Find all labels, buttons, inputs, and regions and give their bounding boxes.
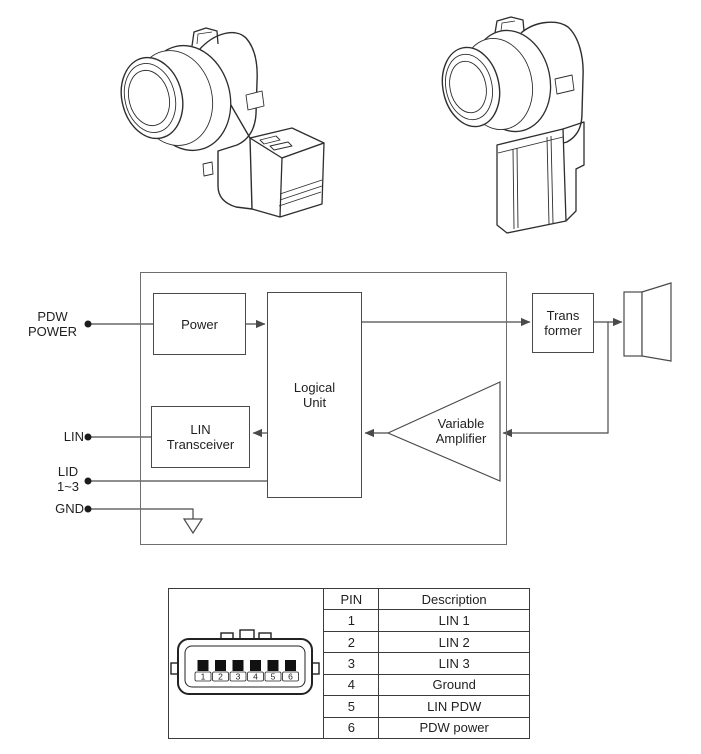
parking-sensor-illustration-left — [120, 27, 325, 218]
connector-pinout-drawing: 1 2 3 4 5 6 — [170, 629, 320, 695]
connector-drawing-cell: 1 2 3 4 5 6 — [167, 588, 325, 739]
amplifier-triangle — [386, 381, 501, 482]
pin-number-cell: 1 — [323, 609, 380, 632]
pin-number-cell: 4 — [323, 673, 380, 697]
pdw-power-label-line1: PDW — [37, 309, 68, 324]
pin-description-cell: LIN 3 — [378, 652, 530, 675]
pin-description-cell: LIN PDW — [378, 695, 530, 718]
logical-unit-label-line2: Unit — [302, 395, 327, 410]
terminal-dot-gnd — [84, 505, 92, 513]
connector-pin-number-6: 6 — [288, 672, 293, 682]
lid-signal-label: LID 1~3 — [42, 464, 94, 494]
table-row: 6 PDW power — [169, 716, 530, 740]
logical-unit-label-line1: Logical — [293, 380, 336, 395]
connector-pin-number-3: 3 — [236, 672, 241, 682]
terminal-dot-pdw — [84, 320, 92, 328]
variable-amplifier-label: Variable Amplifier — [408, 416, 514, 446]
connector-pin-number-5: 5 — [271, 672, 276, 682]
power-block-label: Power — [181, 316, 218, 332]
lin-transceiver-label-line1: LIN — [190, 422, 211, 437]
connector-pin-number-2: 2 — [218, 672, 223, 682]
speaker-horn-icon — [641, 282, 672, 362]
sensor-module-outline — [140, 272, 507, 545]
variable-amplifier-label-line1: Variable — [437, 416, 485, 431]
transformer-label-line1: Trans — [546, 308, 580, 323]
transformer-block: Trans former — [532, 293, 594, 353]
wire-gnd — [91, 508, 194, 519]
speaker-body — [623, 291, 643, 357]
terminal-dot-lid — [84, 477, 92, 485]
pin-number-cell: 5 — [323, 695, 380, 718]
connector-pin-number-4: 4 — [253, 672, 258, 682]
lin-signal-label: LIN — [63, 429, 84, 444]
pin-description-cell: Ground — [378, 673, 530, 697]
wire-feedback-to-amplifier — [502, 322, 609, 438]
table-row: 5 LIN PDW — [169, 695, 530, 718]
lid-label-line2: 1~3 — [56, 479, 80, 494]
table-row: 4 Ground — [169, 673, 530, 697]
pin-description-table: 1 2 3 4 5 6 PIN Description 1 LIN 1 — [167, 587, 530, 740]
lid-label-line1: LID — [57, 464, 79, 479]
lin-transceiver-block: LIN Transceiver — [151, 406, 250, 468]
pdw-power-signal-label: PDW POWER — [20, 309, 85, 339]
logical-unit-block: Logical Unit — [267, 292, 362, 498]
pin-description-cell: PDW power — [378, 716, 530, 740]
pin-number-cell: 6 — [323, 716, 380, 740]
pin-number-cell: 2 — [323, 630, 380, 654]
lin-transceiver-label-line2: Transceiver — [166, 437, 235, 452]
ground-symbol — [182, 518, 204, 535]
variable-amplifier-label-line2: Amplifier — [435, 431, 487, 446]
pin-number-cell: 3 — [323, 652, 380, 675]
transformer-label-line2: former — [544, 323, 582, 338]
parking-sensor-illustration-right — [441, 16, 585, 234]
description-column-header: Description — [378, 587, 530, 611]
table-row: 2 LIN 2 — [169, 630, 530, 654]
pin-description-cell: LIN 1 — [378, 609, 530, 632]
connector-pin-number-1: 1 — [201, 672, 206, 682]
pdw-power-label-line2: POWER — [27, 324, 78, 339]
power-block: Power — [153, 293, 246, 355]
gnd-signal-label: GND — [55, 501, 84, 516]
pin-description-cell: LIN 2 — [378, 630, 530, 654]
terminal-dot-lin — [84, 433, 92, 441]
table-header-row: 1 2 3 4 5 6 PIN Description — [167, 587, 530, 739]
pin-column-header: PIN — [323, 587, 380, 611]
